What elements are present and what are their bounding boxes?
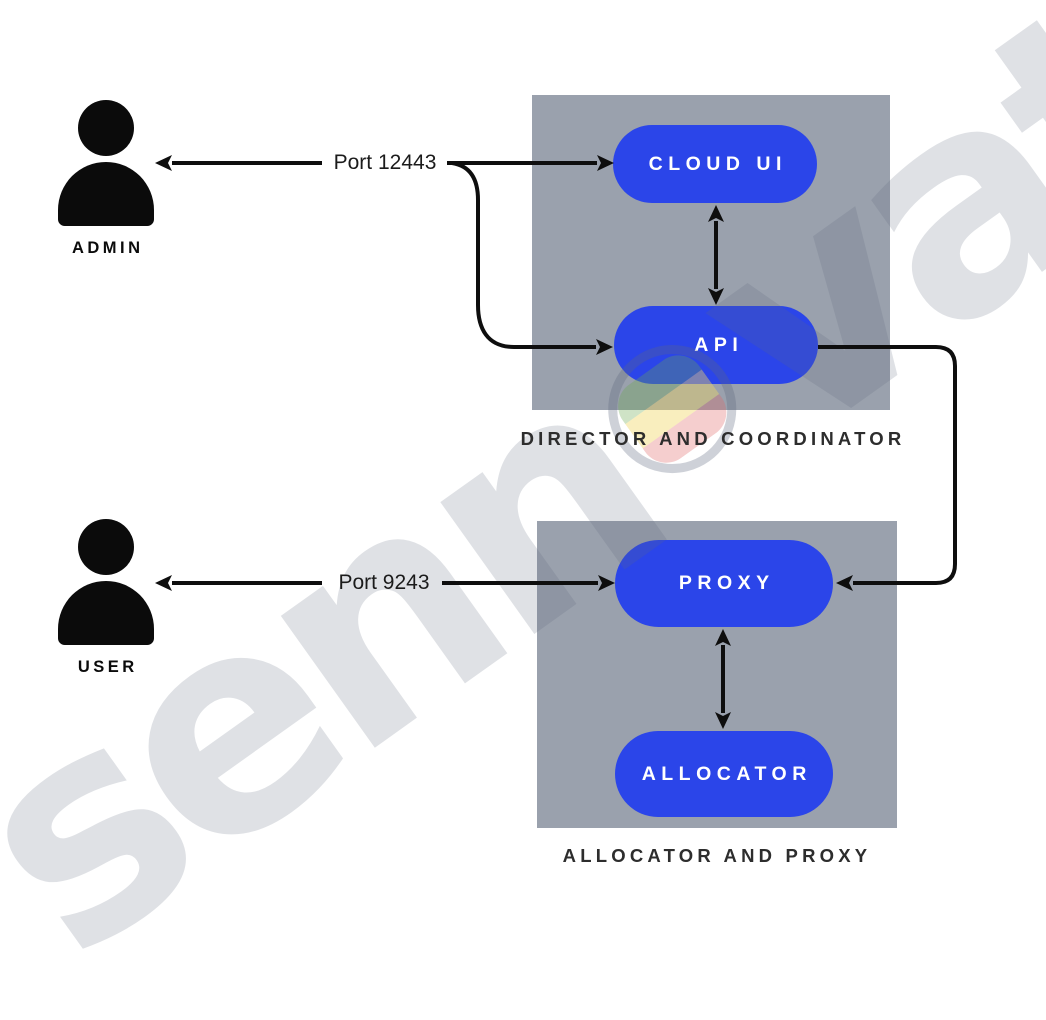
arrowhead-left-user: [155, 575, 172, 591]
port-label-9243: Port 9243: [338, 571, 430, 594]
node-allocator: ALLOCATOR: [615, 731, 833, 817]
node-cloud-ui: CLOUD UI: [613, 125, 817, 203]
node-proxy-label: PROXY: [678, 572, 775, 594]
caption-allocator-proxy: ALLOCATOR AND PROXY: [562, 845, 872, 866]
actor-user: USER: [58, 519, 154, 677]
port-label-12443: Port 12443: [333, 151, 437, 174]
caption-director-coordinator: DIRECTOR AND COORDINATOR: [520, 428, 906, 449]
person-icon: [78, 100, 134, 156]
actor-user-label: USER: [77, 658, 138, 676]
person-icon: [78, 519, 134, 575]
person-icon-body: [58, 162, 154, 226]
node-proxy: PROXY: [615, 540, 833, 627]
actor-admin: ADMIN: [58, 100, 154, 258]
arrowhead-left-admin: [155, 155, 172, 171]
node-cloud-ui-label: CLOUD UI: [648, 152, 787, 175]
person-icon-body: [58, 581, 154, 645]
actor-admin-label: ADMIN: [71, 239, 144, 257]
node-api: API: [614, 306, 818, 384]
node-allocator-label: ALLOCATOR: [641, 762, 812, 785]
node-api-label: API: [694, 333, 744, 356]
